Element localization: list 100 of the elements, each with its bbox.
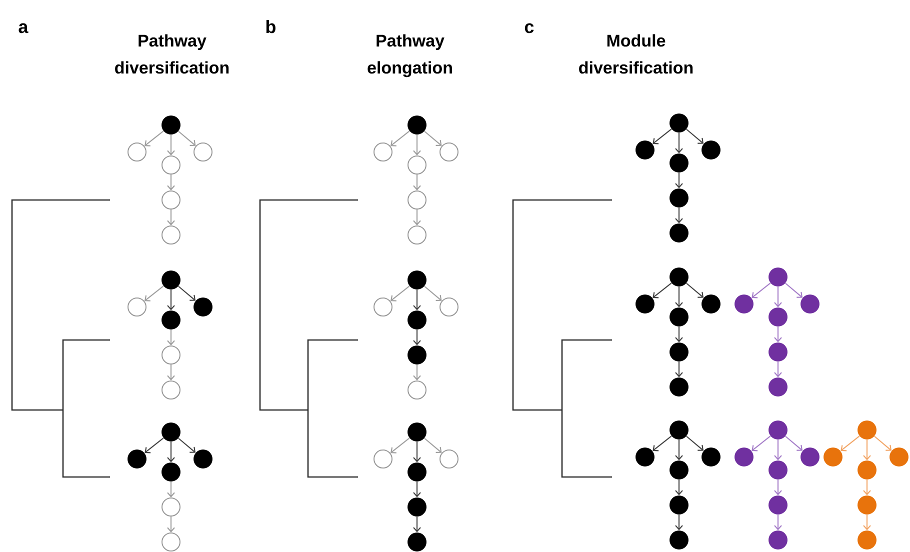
filled-circle	[194, 450, 212, 468]
empty-circle	[162, 226, 180, 244]
arrow	[178, 438, 196, 453]
arrow	[774, 286, 782, 308]
arrow	[774, 514, 782, 530]
filled-circle	[734, 294, 754, 314]
empty-circle	[440, 450, 458, 468]
arrow	[413, 482, 421, 498]
filled-circle	[768, 308, 788, 326]
arrow	[167, 290, 175, 310]
panel-title: Pathway diversification	[115, 34, 229, 74]
filled-circle	[636, 140, 654, 160]
filled-circle	[636, 294, 654, 314]
arrow	[424, 438, 442, 453]
arrow	[863, 440, 871, 460]
arrow	[424, 286, 442, 301]
arrow	[390, 438, 410, 454]
arrow	[752, 282, 771, 298]
filled-circle	[768, 496, 788, 514]
filled-circle	[768, 268, 788, 286]
filled-circle	[670, 188, 688, 208]
filled-circle	[670, 530, 688, 550]
filled-circle	[408, 270, 426, 290]
filled-circle	[162, 310, 180, 330]
arrow	[774, 480, 782, 496]
filled-circle	[768, 378, 788, 396]
filled-circle	[670, 420, 688, 440]
filled-circle	[702, 140, 720, 160]
empty-circle	[408, 380, 426, 400]
arrow	[413, 210, 421, 226]
panel-letter: c	[524, 23, 534, 34]
filled-circle	[670, 268, 688, 286]
arrow	[675, 132, 683, 154]
arrow	[675, 362, 683, 378]
empty-circle	[162, 190, 180, 210]
arrow	[774, 440, 782, 460]
arrow	[144, 286, 164, 302]
empty-circle	[408, 226, 426, 244]
arrow	[144, 438, 164, 454]
arrow	[390, 286, 410, 302]
arrow	[686, 128, 704, 144]
empty-circle	[194, 142, 212, 162]
arrow	[840, 436, 860, 452]
filled-circle	[768, 460, 788, 480]
arrow	[167, 482, 175, 498]
empty-circle	[440, 298, 458, 316]
filled-circle	[162, 270, 180, 290]
arrow	[675, 172, 683, 188]
arrow	[167, 210, 175, 226]
filled-circle	[800, 294, 820, 314]
filled-circle	[670, 114, 688, 132]
filled-circle	[408, 498, 426, 516]
arrow	[144, 130, 164, 146]
filled-circle	[858, 460, 876, 480]
filled-circle	[162, 422, 180, 442]
arrow	[863, 480, 871, 496]
arrow	[652, 282, 672, 298]
filled-circle	[670, 308, 688, 326]
arrow	[874, 436, 892, 451]
filled-circle	[162, 462, 180, 482]
filled-circle	[768, 420, 788, 440]
filled-circle	[858, 420, 876, 440]
arrow	[675, 286, 683, 308]
arrow	[178, 286, 196, 301]
arrow	[413, 516, 421, 532]
arrow	[424, 130, 442, 146]
arrow	[675, 440, 683, 460]
filled-circle	[702, 448, 720, 466]
filled-circle	[408, 532, 426, 552]
arrow	[167, 364, 175, 380]
arrow	[413, 442, 421, 462]
filled-circle	[890, 448, 908, 466]
filled-circle	[734, 448, 754, 466]
arrow	[178, 130, 196, 146]
arrow	[675, 480, 683, 496]
panel-title: Module diversification	[579, 34, 693, 74]
filled-circle	[636, 448, 654, 466]
filled-circle	[408, 422, 426, 442]
filled-circle	[768, 530, 788, 550]
arrow	[167, 330, 175, 346]
filled-circle	[670, 342, 688, 362]
arrow	[675, 514, 683, 530]
empty-circle	[408, 156, 426, 174]
arrow	[413, 364, 421, 380]
filled-circle	[670, 224, 688, 242]
filled-circle	[670, 496, 688, 514]
empty-circle	[408, 190, 426, 210]
arrow	[863, 514, 871, 530]
arrow	[167, 442, 175, 462]
arrow	[675, 326, 683, 342]
arrow	[413, 174, 421, 190]
arrow	[774, 326, 782, 342]
arrow	[686, 436, 704, 451]
arrow	[785, 436, 803, 451]
empty-circle	[128, 298, 146, 316]
arrow	[413, 330, 421, 346]
filled-circle	[670, 154, 688, 172]
filled-circle	[162, 116, 180, 134]
filled-circle	[702, 294, 720, 314]
empty-circle	[162, 156, 180, 174]
